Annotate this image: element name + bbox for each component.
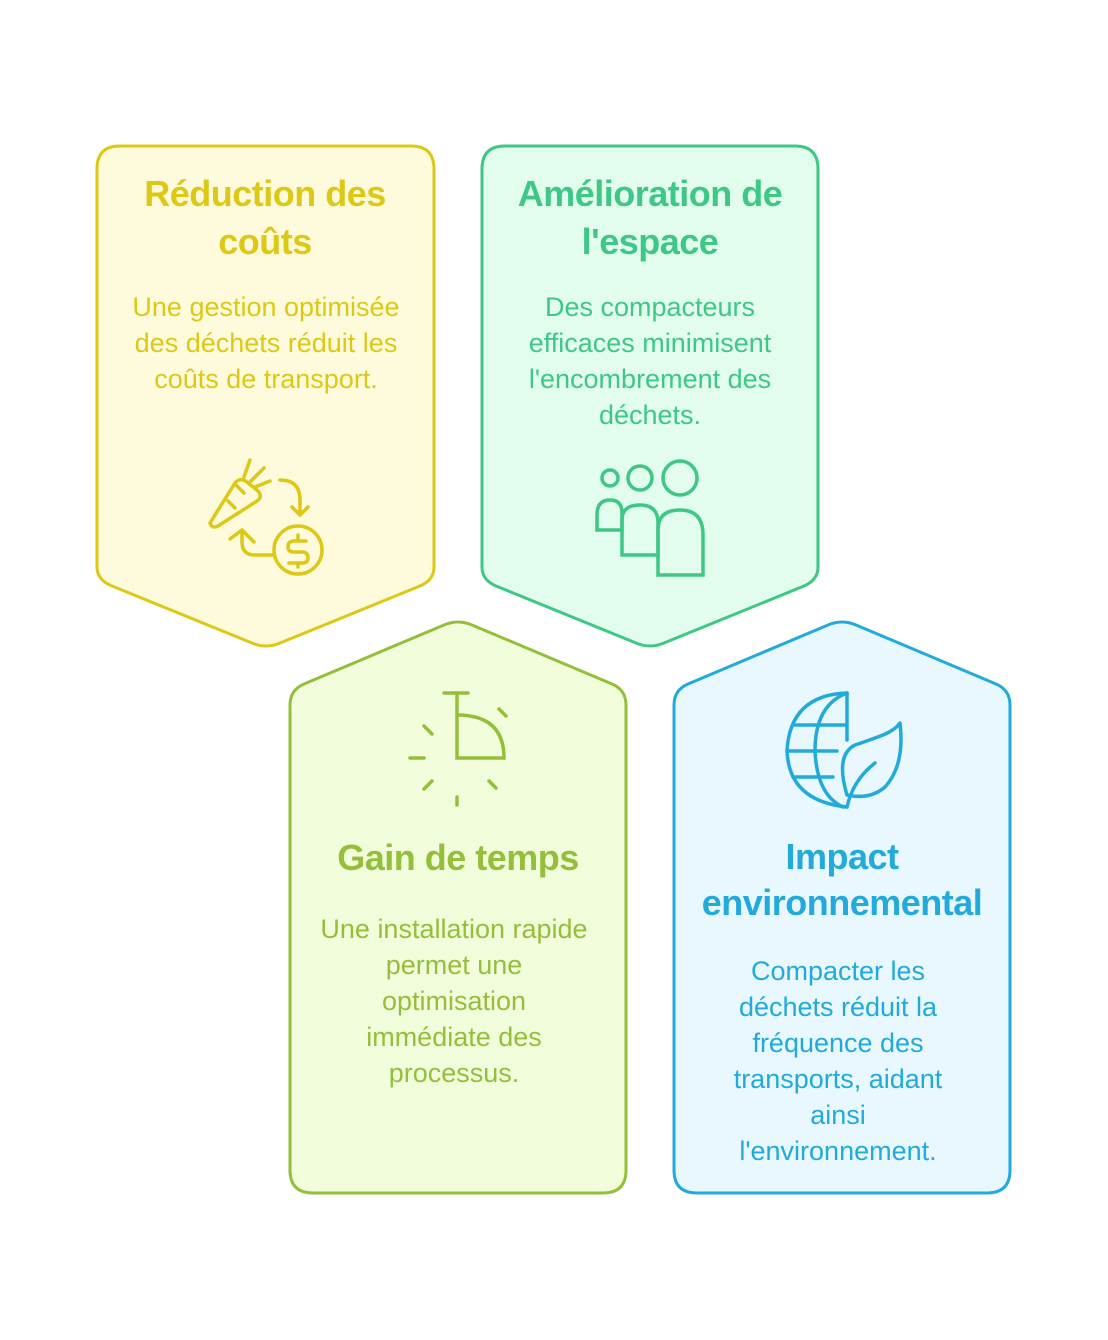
stopwatch-icon (408, 691, 508, 807)
globe-leaf-icon (785, 691, 903, 809)
card-env-title: Impact environnemental (701, 836, 983, 923)
card-time-text: Une installation rapide permet une optim… (320, 914, 588, 1088)
card-env-text: Compacter les déchets réduit la fréquenc… (733, 956, 943, 1166)
card-cost-shape (95, 144, 436, 648)
carrot-money-cycle-icon (208, 458, 324, 576)
card-cost-title: Réduction des coûts (144, 173, 386, 262)
card-time-shape (288, 620, 628, 1195)
card-cost-text: Une gestion optimisée des déchets réduit… (132, 292, 400, 394)
card-space-text: Des compacteurs efficaces minimisent l'e… (528, 292, 772, 430)
people-group-icon (595, 459, 705, 577)
card-space-shape (480, 144, 820, 648)
card-time-title: Gain de temps (337, 837, 579, 878)
card-space-title: Amélioration de l'espace (517, 173, 783, 262)
card-env-shape (672, 620, 1012, 1195)
